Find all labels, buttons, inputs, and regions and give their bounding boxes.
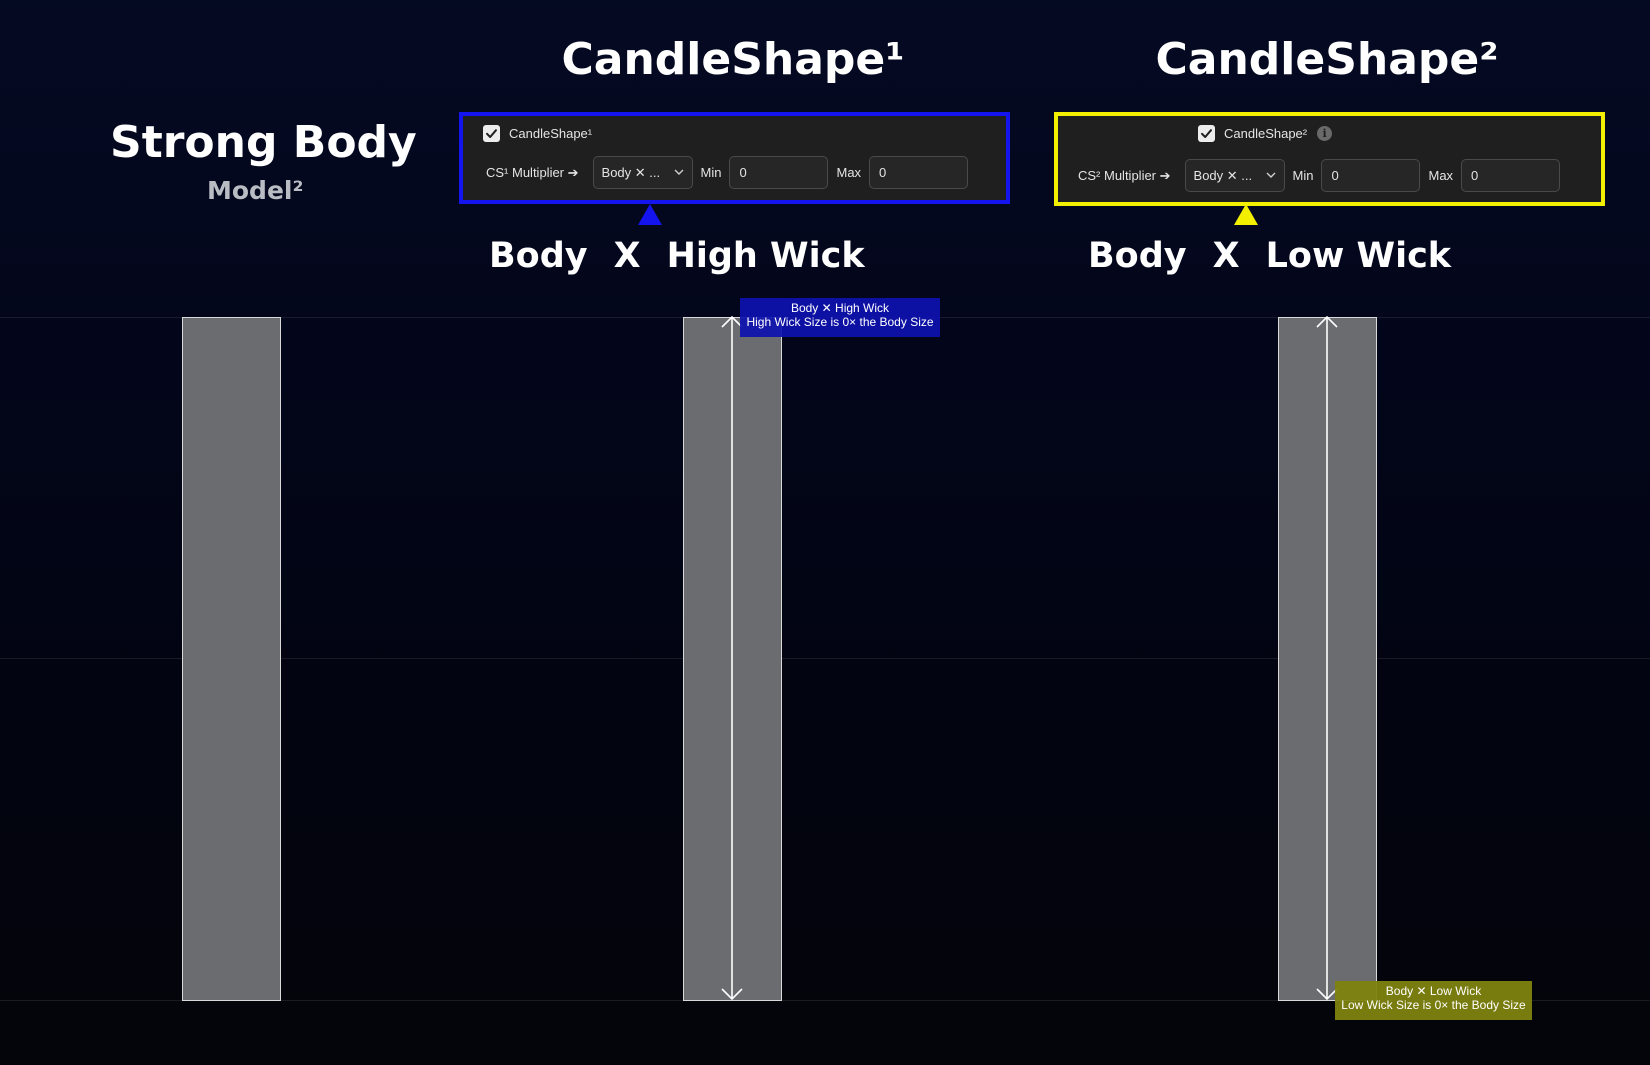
cs1-multiplier-label: CS¹ Multiplier ➔ <box>486 164 579 180</box>
high-wick-label-line1: Body ✕ High Wick <box>790 301 890 315</box>
chevron-down-icon <box>674 169 684 175</box>
candleshape1-toggle-row: CandleShape¹ <box>483 125 592 142</box>
strong-body-candle[interactable] <box>182 317 281 1001</box>
cs1-min-label: Min <box>700 165 722 180</box>
low-wick-label-line1: Body ✕ Low Wick <box>1385 984 1482 998</box>
high-wick-label-line2: High Wick Size is 0× the Body Size <box>746 315 934 329</box>
candleshape2-title: CandleShape² <box>1155 34 1499 85</box>
formula2-low-wick: Low Wick <box>1265 236 1452 276</box>
cs2-multiplier-select[interactable]: Body ✕ ... <box>1184 159 1285 192</box>
double-arrow-icon <box>721 315 743 1001</box>
cs2-max-label: Max <box>1428 168 1454 183</box>
candleshape2-checkbox-label: CandleShape² <box>1224 126 1308 141</box>
strong-body-title: Strong Body <box>110 117 417 168</box>
candleshape1-title: CandleShape¹ <box>561 34 905 85</box>
cs2-multiplier-select-value: Body ✕ ... <box>1193 167 1253 183</box>
candleshape1-formula: Body X High Wick <box>489 236 865 276</box>
formula1-high-wick: High Wick <box>666 236 865 276</box>
candleshape2-toggle-row: CandleShape² i <box>1198 125 1333 142</box>
high-wick-label: Body ✕ High Wick High Wick Size is 0× th… <box>740 298 940 337</box>
cs2-min-label: Min <box>1292 168 1314 183</box>
checkmark-icon <box>1201 129 1212 138</box>
cs1-multiplier-select-value: Body ✕ ... <box>601 164 661 180</box>
double-arrow-icon <box>1316 315 1338 1001</box>
candleshape2-multiplier-row: CS² Multiplier ➔ Body ✕ ... Min Max <box>1078 159 1561 192</box>
cs2-max-input[interactable] <box>1461 159 1561 192</box>
formula2-body: Body <box>1088 236 1187 276</box>
low-wick-label: Body ✕ Low Wick Low Wick Size is 0× the … <box>1335 981 1532 1020</box>
low-wick-label-line2: Low Wick Size is 0× the Body Size <box>1341 998 1526 1012</box>
chart-gridline-bottom <box>0 1000 1650 1001</box>
triangle-up-icon <box>638 204 662 225</box>
info-icon[interactable]: i <box>1317 126 1333 141</box>
triangle-up-icon <box>1234 204 1258 225</box>
cs1-max-label: Max <box>836 165 862 180</box>
formula1-body: Body <box>489 236 588 276</box>
candleshape2-checkbox[interactable] <box>1198 125 1215 142</box>
cs2-multiplier-label: CS² Multiplier ➔ <box>1078 167 1171 183</box>
chart-gridline-middle <box>0 658 1650 659</box>
cs1-max-input[interactable] <box>869 156 969 189</box>
formula1-operator: X <box>613 236 641 276</box>
model-subtitle: Model² <box>207 176 304 205</box>
cs1-min-input[interactable] <box>729 156 829 189</box>
chevron-down-icon <box>1266 172 1276 178</box>
checkmark-icon <box>486 129 497 138</box>
candleshape1-settings-panel: CandleShape¹ CS¹ Multiplier ➔ Body ✕ ...… <box>459 112 1010 204</box>
cs2-min-input[interactable] <box>1321 159 1421 192</box>
candleshape2-settings-panel: CandleShape² i CS² Multiplier ➔ Body ✕ .… <box>1054 112 1605 206</box>
cs1-multiplier-select[interactable]: Body ✕ ... <box>592 156 693 189</box>
candleshape1-checkbox[interactable] <box>483 125 500 142</box>
formula2-operator: X <box>1212 236 1240 276</box>
candleshape2-formula: Body X Low Wick <box>1088 236 1451 276</box>
candleshape1-checkbox-label: CandleShape¹ <box>509 126 593 141</box>
candleshape1-multiplier-row: CS¹ Multiplier ➔ Body ✕ ... Min Max <box>486 156 969 189</box>
